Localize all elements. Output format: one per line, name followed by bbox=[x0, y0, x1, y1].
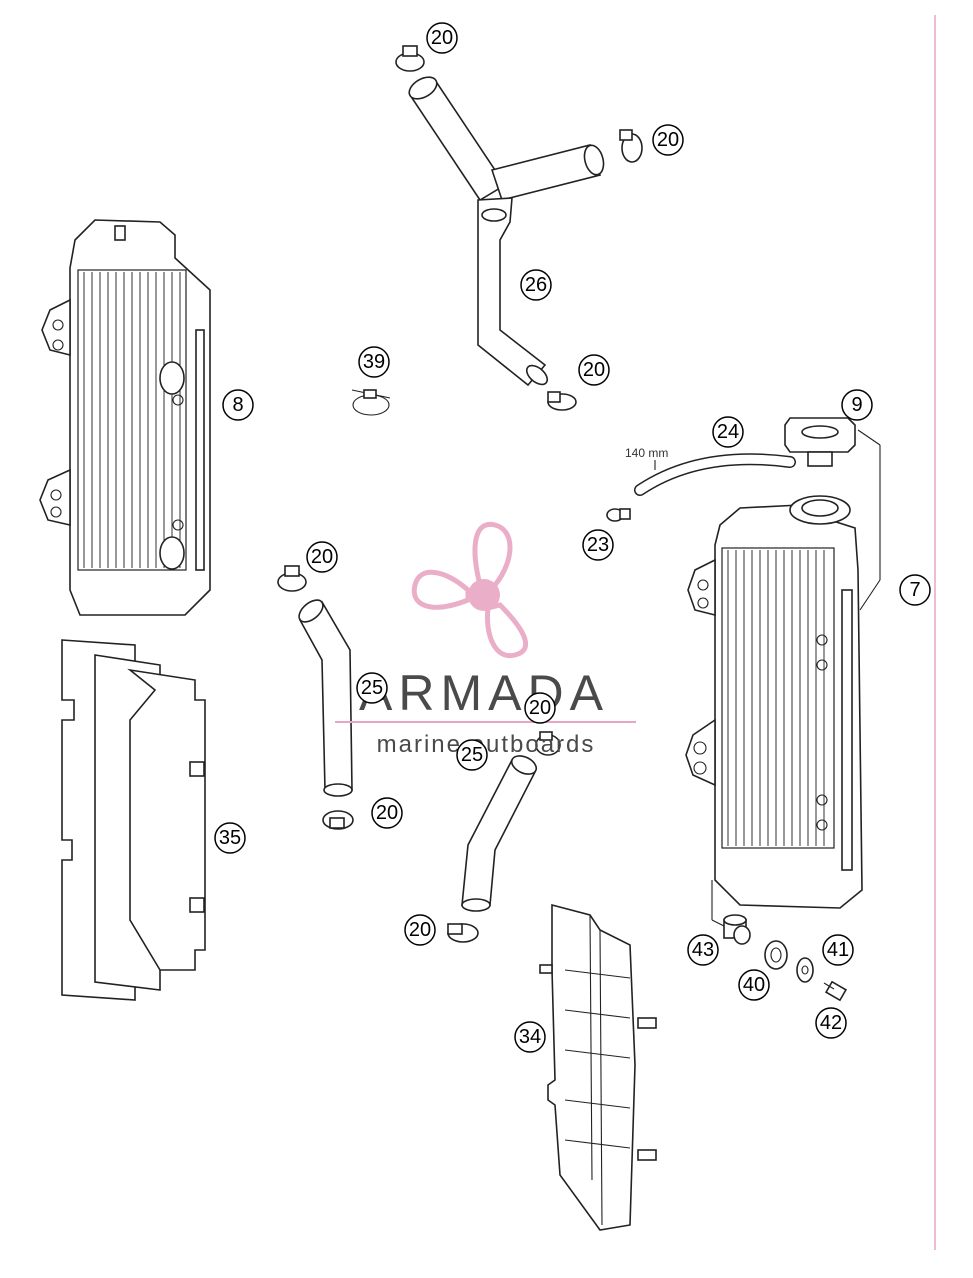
watermark-brand: ARMADA bbox=[359, 665, 609, 721]
radiator-cap bbox=[784, 417, 881, 611]
svg-text:20: 20 bbox=[583, 359, 605, 381]
watermark-logo bbox=[411, 521, 529, 659]
callout-20-middle-right: 20 bbox=[524, 692, 556, 724]
svg-text:26: 26 bbox=[525, 274, 547, 296]
callout-25-right: 25 bbox=[456, 739, 488, 771]
svg-text:24: 24 bbox=[717, 421, 739, 443]
svg-text:8: 8 bbox=[232, 394, 243, 416]
callout-25-left: 25 bbox=[356, 672, 388, 704]
hose-clamp bbox=[547, 391, 577, 411]
svg-text:43: 43 bbox=[692, 939, 714, 961]
callout-40: 40 bbox=[738, 969, 770, 1001]
callout-20-hose-lower: 20 bbox=[578, 354, 610, 386]
y-hose bbox=[408, 76, 605, 387]
hose-fitting bbox=[606, 508, 631, 522]
radiator-hose-left bbox=[277, 565, 354, 830]
hose-length-label: 140 mm bbox=[625, 446, 668, 460]
bolt bbox=[823, 980, 848, 1002]
callout-24: 24 bbox=[712, 416, 744, 448]
washer bbox=[796, 957, 814, 983]
svg-text:20: 20 bbox=[431, 27, 453, 49]
callout-20-top: 20 bbox=[426, 22, 458, 54]
callout-34: 34 bbox=[514, 1021, 546, 1053]
callout-20-middle-left: 20 bbox=[306, 541, 338, 573]
svg-text:41: 41 bbox=[827, 939, 849, 961]
svg-text:34: 34 bbox=[519, 1026, 541, 1048]
callout-23: 23 bbox=[582, 529, 614, 561]
callout-20-upper-right: 20 bbox=[652, 124, 684, 156]
callout-9: 9 bbox=[841, 389, 873, 421]
svg-text:25: 25 bbox=[361, 677, 383, 699]
callout-42: 42 bbox=[815, 1007, 847, 1039]
hose-clamp bbox=[619, 129, 643, 163]
left-radiator-fins bbox=[83, 272, 181, 568]
callout-20-lower: 20 bbox=[404, 914, 436, 946]
svg-text:42: 42 bbox=[820, 1012, 842, 1034]
svg-text:20: 20 bbox=[311, 546, 333, 568]
right-radiator-cover bbox=[539, 903, 657, 1231]
callout-8: 8 bbox=[222, 389, 254, 421]
callout-7: 7 bbox=[899, 574, 931, 606]
drain-fitting bbox=[723, 914, 751, 945]
svg-text:40: 40 bbox=[743, 974, 765, 996]
right-radiator bbox=[685, 495, 863, 929]
overflow-hose bbox=[634, 453, 796, 496]
svg-text:20: 20 bbox=[657, 129, 679, 151]
callout-43: 43 bbox=[687, 934, 719, 966]
hose-clamp bbox=[395, 45, 425, 72]
svg-text:7: 7 bbox=[909, 579, 920, 601]
svg-text:23: 23 bbox=[587, 534, 609, 556]
callout-26: 26 bbox=[520, 269, 552, 301]
right-radiator-fins bbox=[727, 550, 825, 846]
svg-text:20: 20 bbox=[376, 802, 398, 824]
callout-20-lower-left: 20 bbox=[371, 797, 403, 829]
callout-41: 41 bbox=[822, 934, 854, 966]
svg-text:39: 39 bbox=[363, 351, 385, 373]
grommet bbox=[764, 940, 788, 970]
svg-text:20: 20 bbox=[409, 919, 431, 941]
left-radiator bbox=[39, 219, 211, 616]
svg-text:20: 20 bbox=[529, 697, 551, 719]
left-radiator-cover bbox=[61, 639, 206, 1001]
callout-35: 35 bbox=[214, 822, 246, 854]
cable-tie bbox=[351, 389, 391, 416]
svg-text:25: 25 bbox=[461, 744, 483, 766]
svg-text:9: 9 bbox=[851, 394, 862, 416]
radiator-hose-right bbox=[447, 731, 561, 943]
svg-text:35: 35 bbox=[219, 827, 241, 849]
callout-39: 39 bbox=[358, 346, 390, 378]
